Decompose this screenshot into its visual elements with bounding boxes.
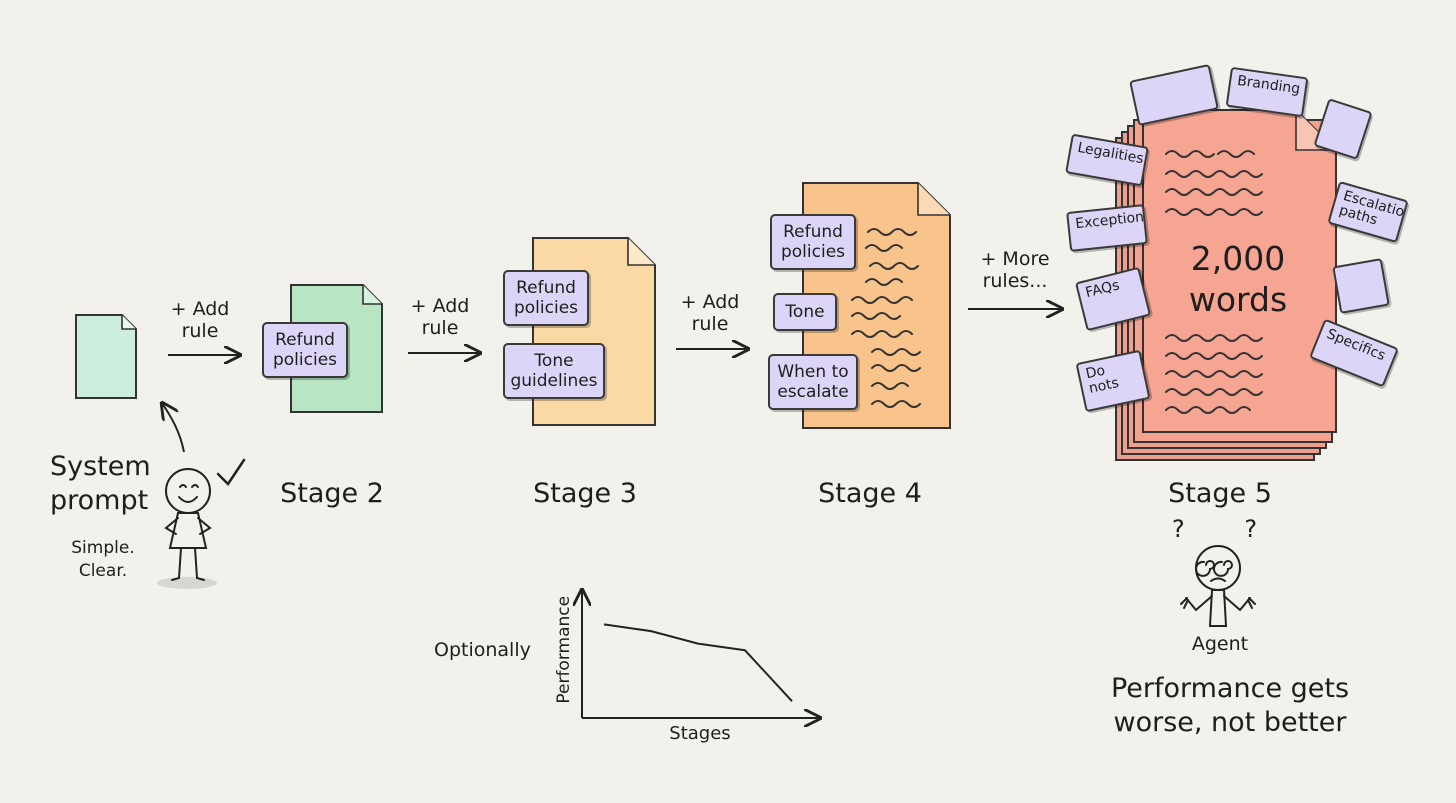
stage-2-label: Stage 2: [280, 478, 384, 509]
stage-5-tag-exceptions: Exceptions: [1066, 204, 1148, 252]
chart-side-label: Optionally: [434, 639, 531, 661]
stage-3-tag-tone-guidelines: Tone guidelines: [503, 343, 605, 399]
stage-5-center-line2: words: [1188, 280, 1288, 320]
agent-question-marks: ? ?: [1172, 515, 1284, 543]
stage-1-title-line2: prompt: [50, 484, 149, 516]
performance-chart: [582, 590, 820, 718]
stage-4-tag-when-to-escalate: When to escalate: [768, 354, 858, 410]
arrow-label-4-line1: + More: [980, 248, 1050, 270]
arrow-label-1-line1: + Add: [170, 298, 230, 320]
stage-5-document-stack: [1115, 109, 1337, 461]
stage-1-note-line1: Simple.: [71, 538, 135, 558]
arrow-label-1: + Add rule: [160, 298, 240, 343]
stage-3-tag-refund-policies: Refund policies: [503, 270, 589, 326]
agent-label: Agent: [1191, 633, 1249, 655]
stage-1-title-line1: System: [50, 451, 151, 482]
conclusion-text: Performance gets worse, not better: [1090, 672, 1370, 740]
arrow-label-2-line2: rule: [421, 316, 459, 339]
stage-5-tag-blank-3: [1332, 258, 1390, 314]
happy-stick-figure-icon: [157, 458, 246, 589]
stage-1-note: Simple. Clear.: [58, 537, 148, 583]
stage-1-note-line2: Clear.: [78, 560, 128, 581]
stage-5-center-line1: 2,000: [1190, 239, 1286, 278]
arrow-label-2-line1: + Add: [410, 295, 470, 317]
chart-x-axis-label: Stages: [669, 723, 731, 744]
chart-y-axis-label: Performance: [554, 595, 575, 704]
stage-5-center-text: 2,000 words: [1150, 238, 1326, 321]
arrow-label-2: + Add rule: [400, 295, 480, 340]
stage-2-tag-refund-policies: Refund policies: [262, 322, 348, 378]
stage-1-document-icon: [75, 314, 137, 399]
stage-4-tag-refund-policies: Refund policies: [770, 214, 856, 270]
arrow-label-3-line1: + Add: [680, 291, 740, 313]
chart-series-group: [603, 623, 793, 702]
stage-3-label: Stage 3: [533, 478, 637, 509]
arrow-label-1-line2: rule: [181, 319, 219, 342]
stage-4-tag-tone: Tone: [773, 293, 837, 331]
stage-4-label: Stage 4: [818, 478, 922, 509]
performance-series-line: [603, 623, 793, 702]
confused-agent-figure-icon: [1180, 545, 1256, 627]
stage-5-label: Stage 5: [1168, 478, 1272, 509]
stage-1-title: System prompt: [50, 450, 151, 518]
conclusion-line2: worse, not better: [1113, 706, 1347, 738]
arrow-label-3-line2: rule: [691, 312, 729, 335]
arrow-label-4-line2: rules...: [982, 269, 1048, 292]
arrow-label-3: + Add rule: [670, 291, 750, 336]
curved-arrow-up: [162, 403, 185, 453]
arrow-label-4: + More rules...: [970, 248, 1060, 293]
conclusion-line1: Performance gets: [1110, 673, 1350, 704]
